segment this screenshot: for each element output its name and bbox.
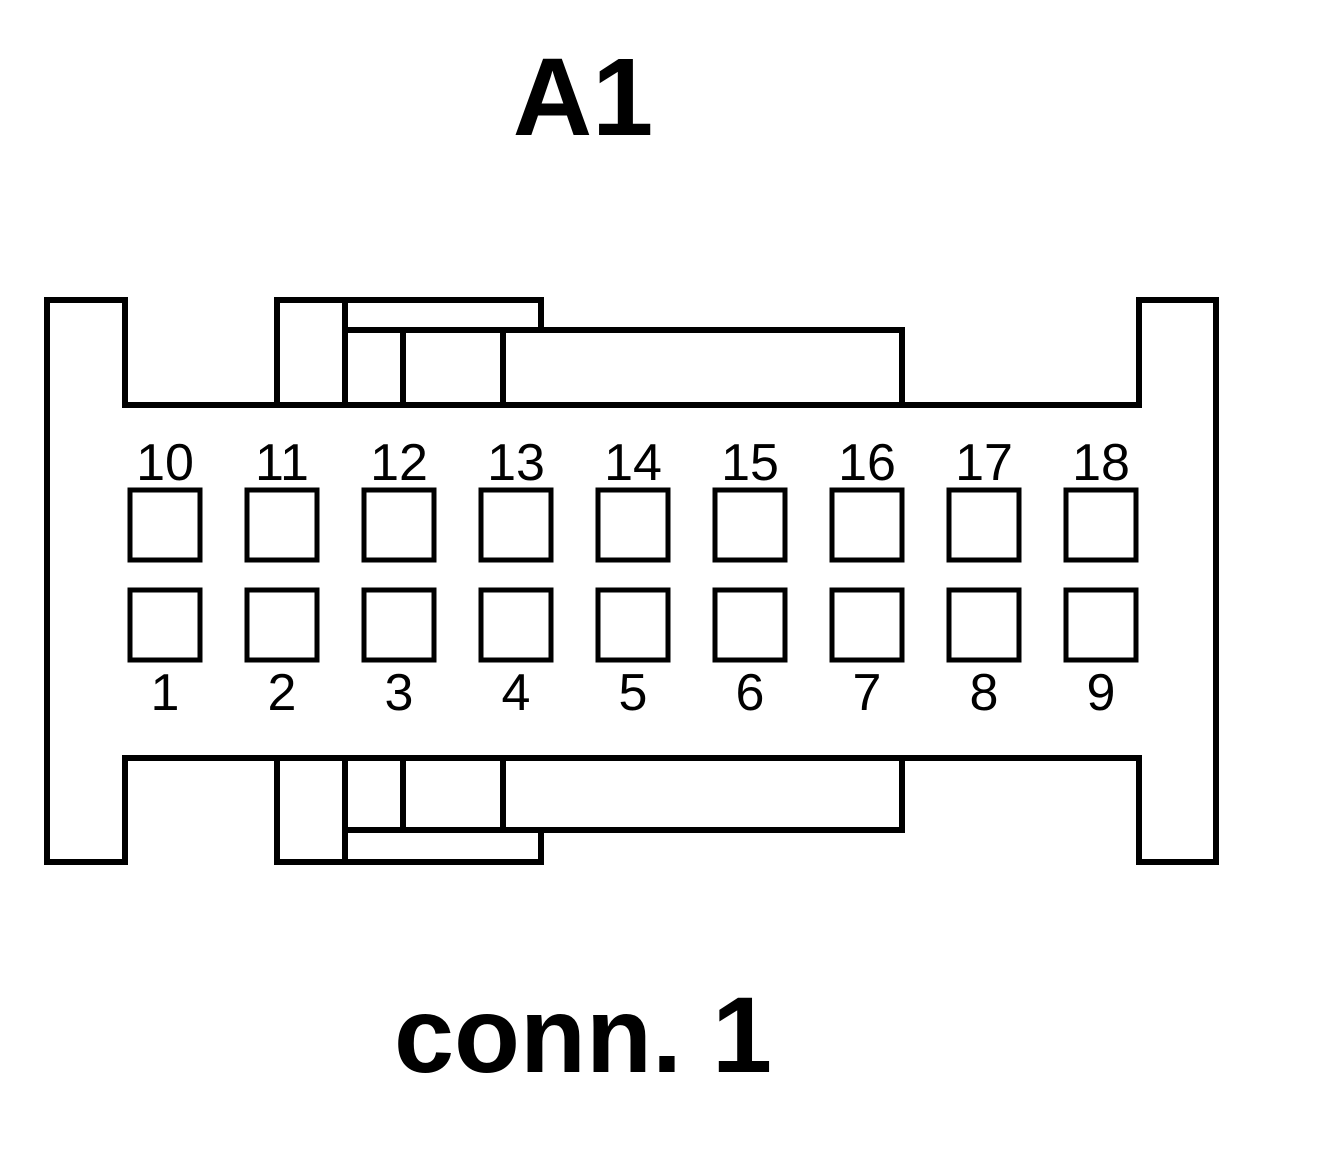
pin-label-5: 5 (619, 664, 648, 722)
pin-cavity-3 (361, 587, 437, 663)
pin-cavity-6 (712, 587, 788, 663)
pin-cavity-11 (244, 487, 320, 563)
pin-label-11: 11 (255, 434, 309, 492)
pin-cavity-1 (127, 587, 203, 663)
pin-label-17: 17 (955, 434, 1013, 492)
connector-title: A1 (513, 36, 654, 159)
pin-cavity-12 (361, 487, 437, 563)
pin-label-8: 8 (970, 664, 999, 722)
pin-cavity-13 (478, 487, 554, 563)
pin-cavity-16 (829, 487, 905, 563)
pin-label-1: 1 (151, 664, 180, 722)
connector-housing (44, 297, 1219, 865)
pin-label-16: 16 (838, 434, 896, 492)
pin-cavity-18 (1063, 487, 1139, 563)
pin-row-top: 10 11 12 13 14 15 16 17 18 (127, 434, 1139, 563)
pin-label-2: 2 (268, 664, 297, 722)
pin-cavity-17 (946, 487, 1022, 563)
pin-cavity-7 (829, 587, 905, 663)
pin-row-bottom: 1 2 3 4 5 6 7 8 9 (127, 587, 1139, 722)
pin-cavity-8 (946, 587, 1022, 663)
pin-cavity-9 (1063, 587, 1139, 663)
pin-cavity-15 (712, 487, 788, 563)
pin-label-18: 18 (1072, 434, 1130, 492)
pin-label-13: 13 (487, 434, 545, 492)
pin-label-9: 9 (1087, 664, 1116, 722)
pin-label-7: 7 (853, 664, 882, 722)
pin-label-4: 4 (502, 664, 531, 722)
pin-label-6: 6 (736, 664, 765, 722)
pin-label-12: 12 (370, 434, 428, 492)
pin-cavity-5 (595, 587, 671, 663)
connector-caption: conn. 1 (394, 974, 772, 1095)
pin-cavity-2 (244, 587, 320, 663)
pin-cavity-4 (478, 587, 554, 663)
pin-label-14: 14 (604, 434, 662, 492)
pin-label-10: 10 (136, 434, 194, 492)
pin-label-3: 3 (385, 664, 414, 722)
pin-label-15: 15 (721, 434, 779, 492)
pin-cavity-14 (595, 487, 671, 563)
pin-cavity-10 (127, 487, 203, 563)
